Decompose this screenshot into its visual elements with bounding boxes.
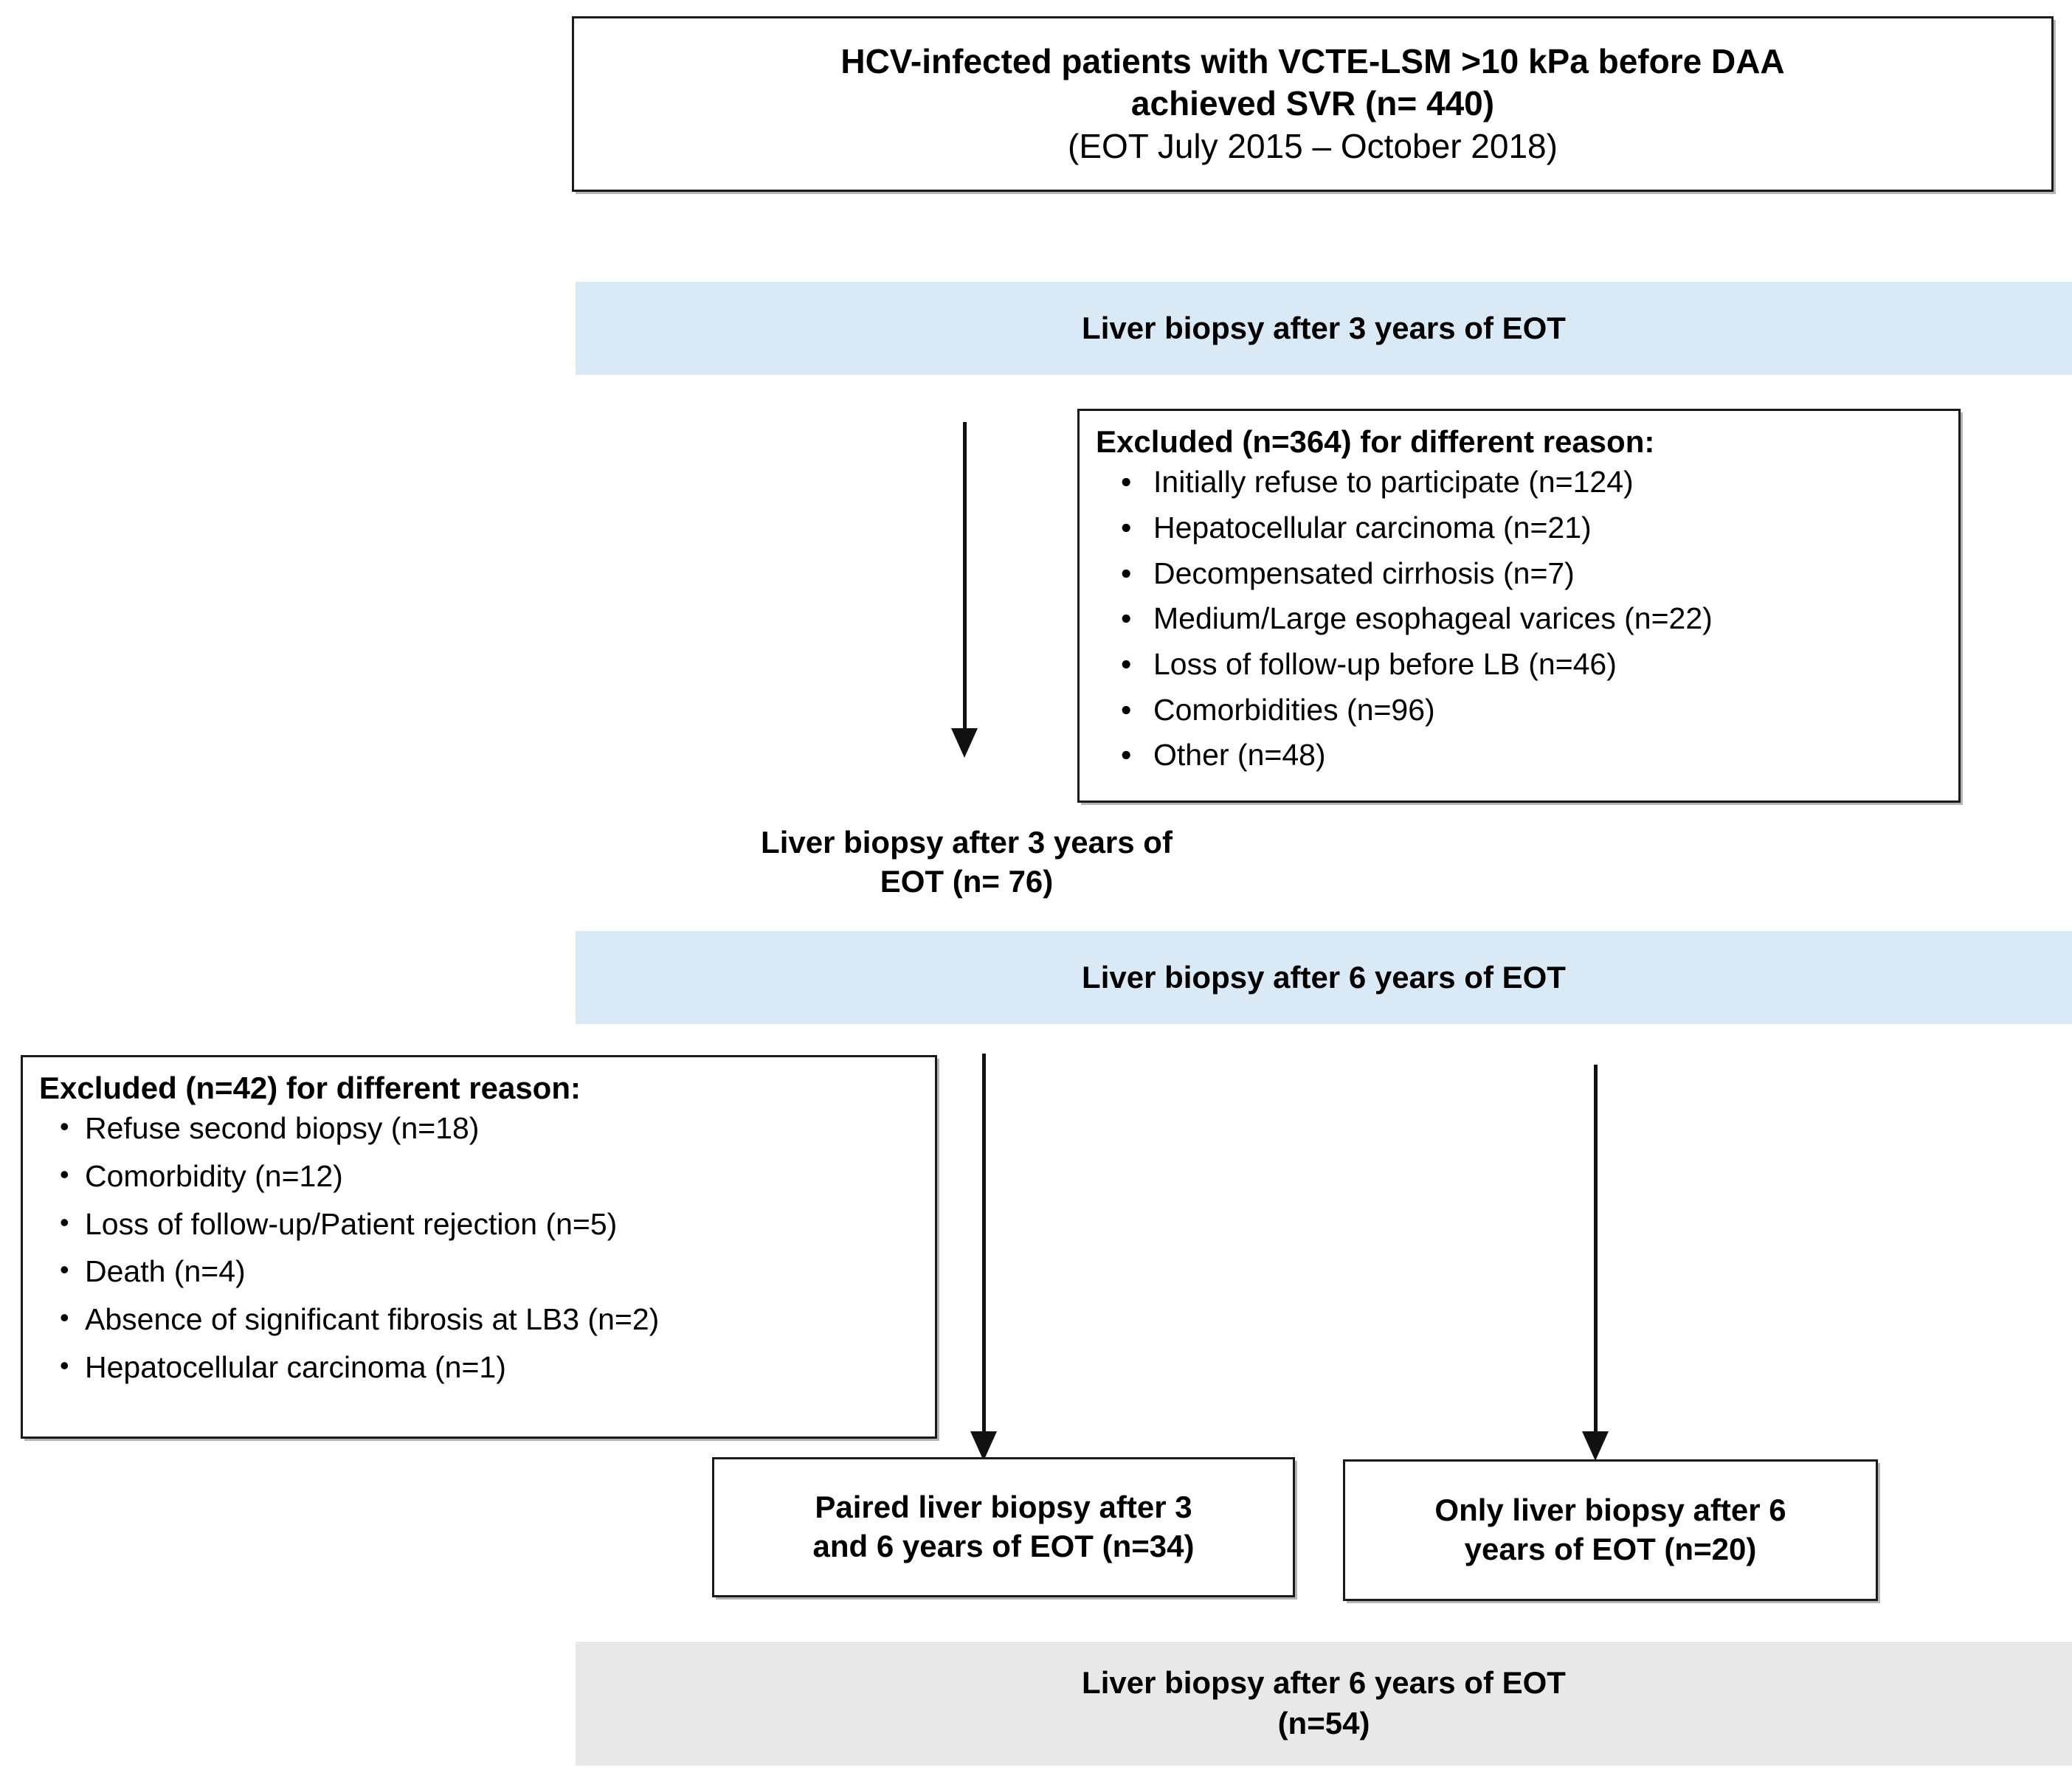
- section-banner-lb6: Liver biopsy after 6 years of EOT: [576, 931, 2072, 1024]
- list-item-label: Refuse second biopsy (n=18): [85, 1111, 480, 1146]
- excluded-box-lb6-heading: Excluded (n=42) for different reason:: [39, 1071, 581, 1105]
- final-line1: Liver biopsy after 6 years of EOT: [1082, 1665, 1566, 1701]
- top-cohort-line1: HCV-infected patients with VCTE-LSM >10 …: [840, 42, 1785, 81]
- list-item-label: Loss of follow-up/Patient rejection (n=5…: [85, 1206, 618, 1241]
- only-biopsy-box: Only liver biopsy after 6 years of EOT (…: [1343, 1459, 1878, 1601]
- excluded-box-lb3: Excluded (n=364) for different reason: •…: [1077, 409, 1961, 803]
- list-item-label: Hepatocellular carcinoma (n=21): [1153, 510, 1592, 544]
- section-banner-final-text: Liver biopsy after 6 years of EOT (n=54): [1082, 1663, 1566, 1743]
- top-cohort-line2: achieved SVR (n= 440): [1130, 84, 1495, 123]
- bullet-icon: •: [1121, 692, 1132, 727]
- arrow-head-icon: [970, 1431, 997, 1461]
- arrow-shaft: [963, 422, 967, 730]
- arrow-shaft: [982, 1054, 986, 1434]
- list-item: • Loss of follow-up/Patient rejection (n=…: [39, 1206, 919, 1244]
- final-line2: (n=54): [1277, 1706, 1370, 1740]
- list-item-label: Medium/Large esophageal varices (n=22): [1153, 601, 1713, 636]
- bullet-icon: •: [1121, 738, 1132, 772]
- list-item: • Hepatocellular carcinoma (n=21): [1096, 509, 1942, 547]
- section-banner-lb3: Liver biopsy after 3 years of EOT: [576, 282, 2072, 375]
- paired-biopsy-line1: Paired liver biopsy after 3: [815, 1490, 1192, 1525]
- list-item-label: Decompensated cirrhosis (n=7): [1153, 556, 1575, 590]
- list-item: • Death (n=4): [39, 1253, 919, 1291]
- list-item: • Loss of follow-up before LB (n=46): [1096, 646, 1942, 684]
- list-item-label: Comorbidities (n=96): [1153, 692, 1435, 727]
- list-item: • Refuse second biopsy (n=18): [39, 1110, 919, 1148]
- list-item: • Decompensated cirrhosis (n=7): [1096, 555, 1942, 593]
- lb3-result-label: Liver biopsy after 3 years of EOT (n= 76…: [649, 823, 1284, 902]
- section-banner-lb6-label: Liver biopsy after 6 years of EOT: [1082, 959, 1566, 995]
- bullet-icon: •: [60, 1206, 69, 1237]
- section-banner-lb3-label: Liver biopsy after 3 years of EOT: [1082, 310, 1566, 345]
- bullet-icon: •: [60, 1254, 69, 1285]
- lb3-result-line1: Liver biopsy after 3 years of: [761, 825, 1173, 860]
- bullet-icon: •: [1121, 601, 1132, 636]
- list-item-label: Hepatocellular carcinoma (n=1): [85, 1349, 506, 1384]
- excluded-box-lb6-list: • Refuse second biopsy (n=18) • Comorbidit…: [39, 1110, 919, 1386]
- bullet-icon: •: [60, 1158, 69, 1189]
- bullet-icon: •: [1121, 465, 1132, 499]
- bullet-icon: •: [60, 1301, 69, 1332]
- bullet-icon: •: [1121, 510, 1132, 544]
- bullet-icon: •: [60, 1111, 69, 1142]
- top-cohort-box: HCV-infected patients with VCTE-LSM >10 …: [572, 16, 2054, 192]
- list-item: • Comorbidities (n=96): [1096, 691, 1942, 730]
- list-item-label: Comorbidity (n=12): [85, 1158, 343, 1193]
- top-cohort-line3: (EOT July 2015 – October 2018): [1068, 126, 1558, 165]
- arrow-to-paired-biopsy: [970, 1054, 997, 1461]
- excluded-box-lb6: Excluded (n=42) for different reason: • R…: [21, 1055, 937, 1439]
- list-item: • Comorbidity (n=12): [39, 1158, 919, 1196]
- only-biopsy-text: Only liver biopsy after 6 years of EOT (…: [1424, 1491, 1796, 1569]
- paired-biopsy-line2: and 6 years of EOT (n=34): [812, 1529, 1195, 1563]
- list-item-label: Death (n=4): [85, 1254, 246, 1289]
- bullet-icon: •: [1121, 556, 1132, 590]
- excluded-box-lb3-heading: Excluded (n=364) for different reason:: [1096, 424, 1655, 459]
- list-item: • Hepatocellular carcinoma (n=1): [39, 1349, 919, 1387]
- section-banner-final: Liver biopsy after 6 years of EOT (n=54): [576, 1642, 2072, 1766]
- lb3-result-line2: EOT (n= 76): [880, 863, 1054, 899]
- arrow-head-icon: [1582, 1431, 1609, 1461]
- bullet-icon: •: [1121, 646, 1132, 681]
- list-item: • Other (n=48): [1096, 736, 1942, 775]
- list-item: • Medium/Large esophageal varices (n=22): [1096, 600, 1942, 638]
- list-item-label: Absence of significant fibrosis at LB3 (…: [85, 1301, 660, 1336]
- list-item-label: Initially refuse to participate (n=124): [1153, 465, 1634, 499]
- list-item: • Initially refuse to participate (n=124): [1096, 463, 1942, 502]
- list-item: • Absence of significant fibrosis at LB3 …: [39, 1301, 919, 1339]
- top-cohort-text: HCV-infected patients with VCTE-LSM >10 …: [840, 41, 1784, 167]
- arrow-head-icon: [951, 728, 978, 758]
- only-biopsy-line1: Only liver biopsy after 6: [1434, 1493, 1786, 1528]
- paired-biopsy-box: Paired liver biopsy after 3 and 6 years …: [712, 1457, 1295, 1597]
- only-biopsy-line2: years of EOT (n=20): [1464, 1532, 1757, 1566]
- list-item-label: Loss of follow-up before LB (n=46): [1153, 646, 1617, 681]
- arrow-shaft: [1594, 1065, 1598, 1434]
- arrow-to-lb3-result: [951, 422, 978, 758]
- bullet-icon: •: [60, 1349, 69, 1380]
- paired-biopsy-text: Paired liver biopsy after 3 and 6 years …: [802, 1488, 1204, 1566]
- list-item-label: Other (n=48): [1153, 738, 1326, 772]
- arrow-to-only-biopsy: [1582, 1065, 1609, 1461]
- excluded-box-lb3-list: • Initially refuse to participate (n=124)…: [1096, 463, 1942, 775]
